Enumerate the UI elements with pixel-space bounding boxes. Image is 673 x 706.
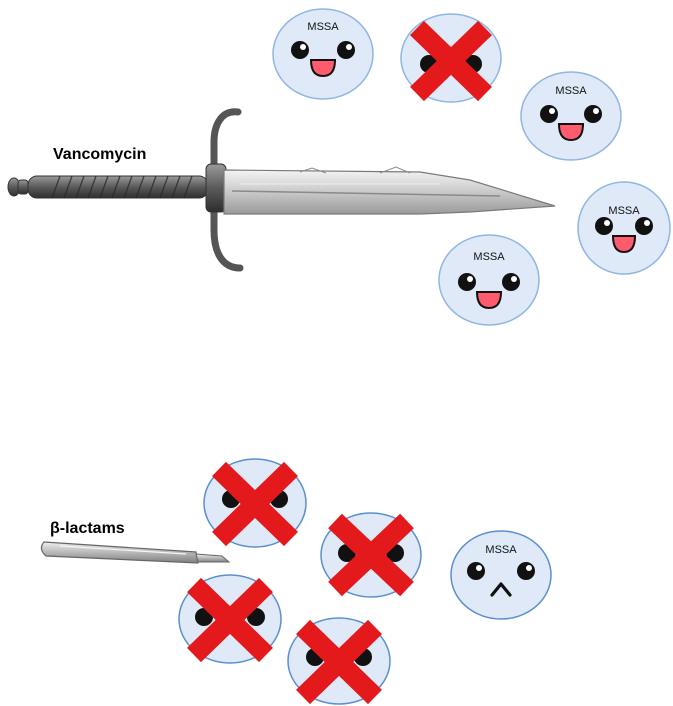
bacterium-bottom-2-killed <box>321 513 421 597</box>
bacterium-label: MSSA <box>608 205 640 217</box>
bacterium-bottom-3: MSSA <box>451 531 551 619</box>
bacterium-top-2-killed <box>401 14 501 102</box>
bacterium-top-1: MSSA <box>273 9 373 99</box>
bacterium-label: MSSA <box>473 251 505 263</box>
vancomycin-label: Vancomycin <box>53 146 146 164</box>
beta-lactams-label: β-lactams <box>50 520 125 538</box>
bacterium-bottom-4-killed <box>179 575 281 663</box>
bacterium-bottom-1-killed <box>204 459 306 547</box>
bacterium-top-5: MSSA <box>439 235 539 325</box>
scalpel-icon <box>41 542 229 563</box>
bacterium-top-3: MSSA <box>521 72 621 160</box>
bacterium-bottom-5-killed <box>288 618 390 704</box>
bacterium-label: MSSA <box>555 85 587 97</box>
bacterium-top-4: MSSA <box>578 182 670 274</box>
bacterium-label: MSSA <box>307 21 339 33</box>
bacterium-label: MSSA <box>485 544 517 556</box>
